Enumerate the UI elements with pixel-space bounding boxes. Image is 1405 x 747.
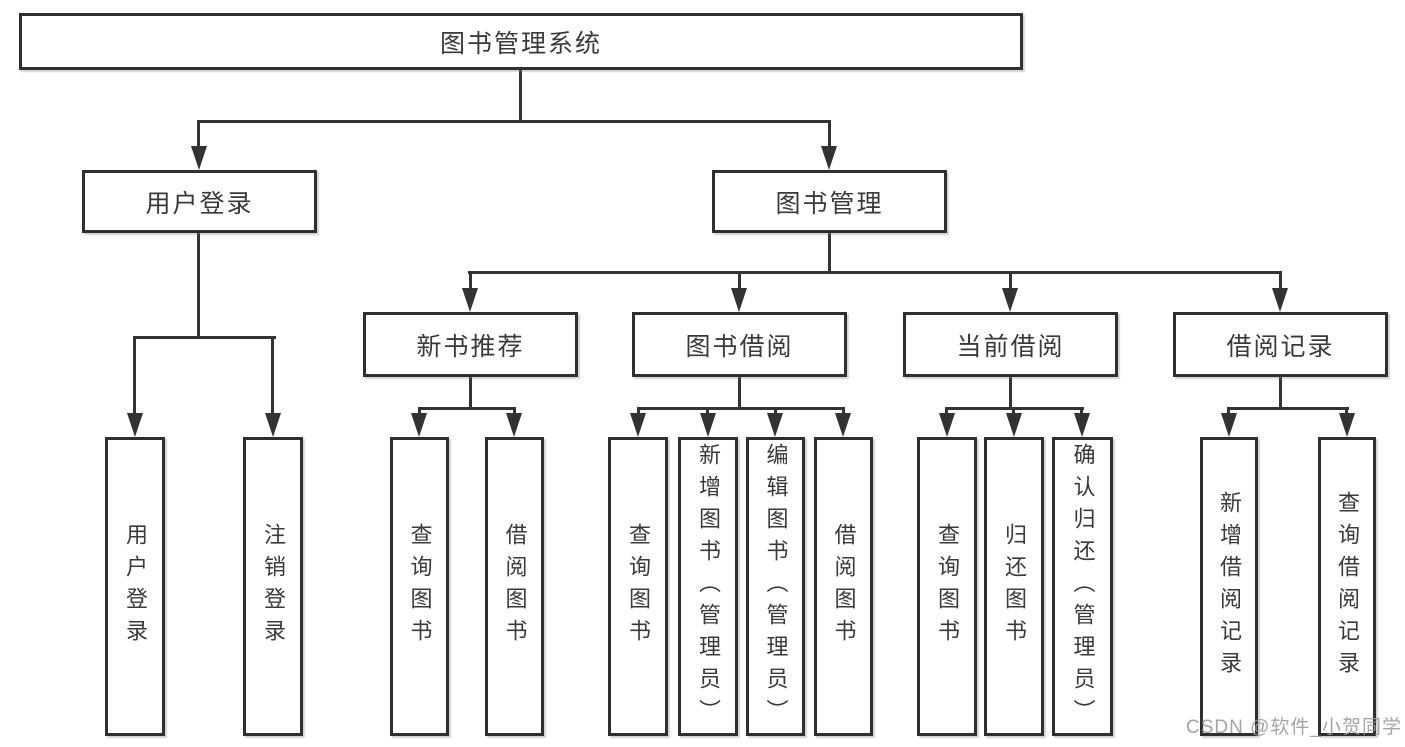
connector-records-rail bbox=[1227, 407, 1349, 410]
csdn-watermark: CSDN @软件_小贺同学 bbox=[1186, 717, 1402, 738]
node-book-borrowing: 图书借阅 bbox=[632, 312, 847, 377]
leaf-query-books-borrow: 查询图书 bbox=[608, 437, 668, 736]
leaf-return-books: 归还图书 bbox=[984, 437, 1044, 736]
leaf-logout: 注销登录 bbox=[243, 437, 303, 736]
leaf-user-login: 用户登录 bbox=[105, 437, 165, 736]
node-new-book-recommendation: 新书推荐 bbox=[363, 312, 578, 377]
connector-drop-borrowing bbox=[738, 274, 741, 291]
arrowhead-down-icon bbox=[1272, 288, 1288, 312]
connector-borrowing-stem bbox=[738, 377, 741, 410]
arrowhead-down-icon bbox=[506, 413, 522, 437]
connector-drop-leaf bbox=[271, 339, 274, 416]
connector-drop-recommend bbox=[469, 274, 472, 291]
leaf-add-books-admin: 新增图书（管理员） bbox=[678, 437, 738, 736]
arrowhead-down-icon bbox=[191, 146, 207, 170]
connector-borrowing-rail bbox=[637, 407, 845, 410]
connector-records-stem bbox=[1279, 377, 1282, 410]
connector-drop-user-login bbox=[197, 123, 200, 149]
connector-recommend-rail bbox=[418, 407, 516, 410]
arrowhead-down-icon bbox=[835, 413, 851, 437]
node-borrowing-records: 借阅记录 bbox=[1173, 312, 1388, 377]
leaf-query-books-current: 查询图书 bbox=[917, 437, 977, 736]
connector-level3-rail bbox=[468, 271, 1282, 274]
connector-current-rail bbox=[945, 407, 1084, 410]
arrowhead-down-icon bbox=[1006, 413, 1022, 437]
arrowhead-down-icon bbox=[700, 413, 716, 437]
leaf-confirm-return-admin: 确认归还（管理员） bbox=[1052, 437, 1113, 736]
node-library-management-system: 图书管理系统 bbox=[19, 13, 1023, 70]
arrowhead-down-icon bbox=[265, 413, 281, 437]
arrowhead-down-icon bbox=[462, 288, 478, 312]
arrowhead-down-icon bbox=[767, 413, 783, 437]
connector-current-stem bbox=[1009, 377, 1012, 410]
connector-mgmt-stem bbox=[828, 233, 831, 274]
connector-level2-rail bbox=[197, 120, 831, 123]
connector-drop-book-management bbox=[828, 123, 831, 149]
arrowhead-down-icon bbox=[1221, 413, 1237, 437]
connector-login-stem bbox=[197, 233, 200, 339]
connector-drop-records bbox=[1279, 274, 1282, 291]
leaf-borrow-books: 借阅图书 bbox=[814, 437, 873, 736]
connector-root-stem bbox=[519, 70, 522, 123]
node-user-login: 用户登录 bbox=[82, 170, 317, 233]
leaf-query-books-recommend: 查询图书 bbox=[390, 437, 449, 736]
node-current-borrowing: 当前借阅 bbox=[903, 312, 1118, 377]
arrowhead-down-icon bbox=[411, 413, 427, 437]
node-book-management: 图书管理 bbox=[712, 170, 947, 233]
connector-drop-current bbox=[1009, 274, 1012, 291]
arrowhead-down-icon bbox=[127, 413, 143, 437]
arrowhead-down-icon bbox=[939, 413, 955, 437]
leaf-edit-books-admin: 编辑图书（管理员） bbox=[746, 437, 805, 736]
arrowhead-down-icon bbox=[1002, 288, 1018, 312]
arrowhead-down-icon bbox=[821, 146, 837, 170]
arrowhead-down-icon bbox=[630, 413, 646, 437]
arrowhead-down-icon bbox=[1339, 413, 1355, 437]
arrowhead-down-icon bbox=[1074, 413, 1090, 437]
leaf-query-borrow-record: 查询借阅记录 bbox=[1318, 437, 1376, 736]
arrowhead-down-icon bbox=[731, 288, 747, 312]
connector-drop-leaf bbox=[133, 339, 136, 416]
leaf-add-borrow-record: 新增借阅记录 bbox=[1200, 437, 1258, 736]
leaf-borrow-books-recommend: 借阅图书 bbox=[485, 437, 544, 736]
connector-login-rail bbox=[133, 336, 276, 339]
connector-recommend-stem bbox=[469, 377, 472, 410]
